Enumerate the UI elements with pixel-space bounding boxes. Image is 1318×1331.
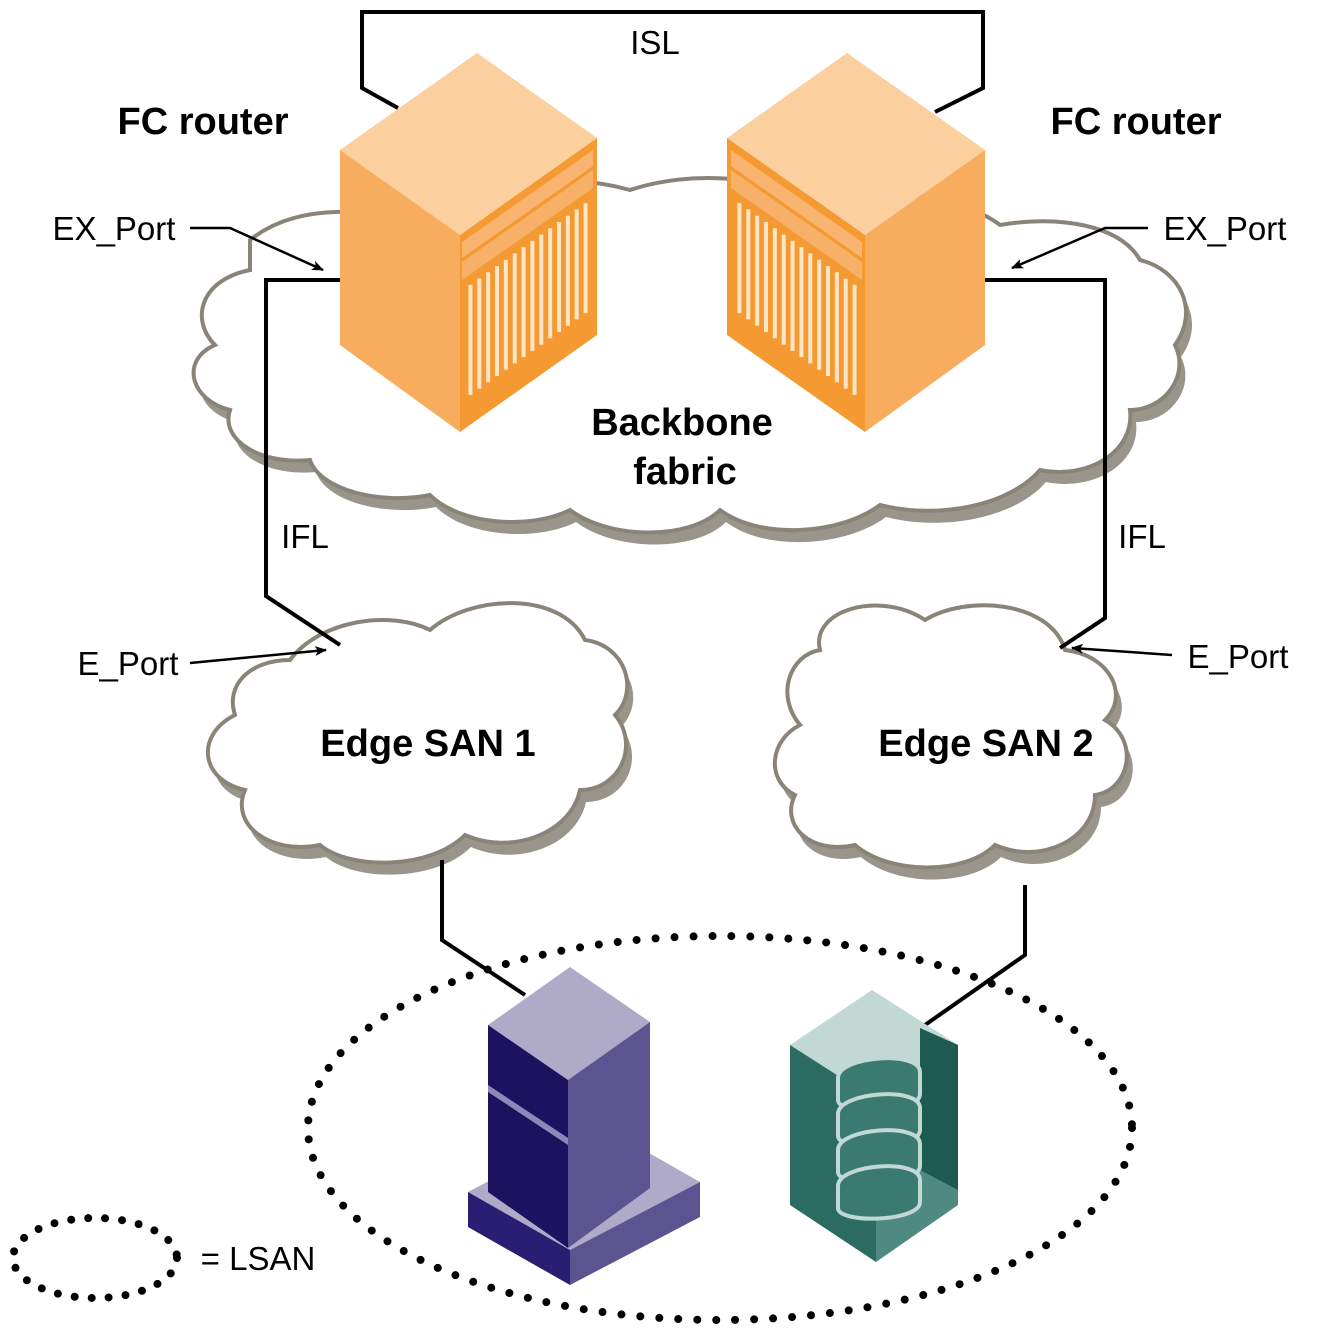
lsan-boundary <box>304 932 1136 1324</box>
edge-san-2-cloud <box>772 603 1133 880</box>
router-top <box>727 53 985 235</box>
ifl-left-label: IFL <box>281 518 329 555</box>
edge-san-1-label: Edge SAN 1 <box>320 723 535 765</box>
server-icon <box>468 967 700 1285</box>
edge-san-1-cloud <box>206 601 634 875</box>
ex-port-right-arrow <box>1011 226 1148 270</box>
ex-port-left-label: EX_Port <box>53 210 176 247</box>
lsan-legend-label: = LSAN <box>201 1240 316 1277</box>
fc-router-right-label: FC router <box>1051 101 1222 143</box>
ifl-right-label: IFL <box>1118 518 1166 555</box>
edge1-to-server-link <box>440 860 527 997</box>
router-side <box>460 138 597 432</box>
isl-link <box>360 10 985 114</box>
backbone-fabric-label-line1: Backbone <box>591 402 773 444</box>
lsan-legend-icon <box>9 1214 181 1302</box>
e-port-left-label: E_Port <box>78 645 179 682</box>
fc-router-left-icon <box>340 53 597 432</box>
router-front <box>340 150 460 432</box>
e-port-left-arrow <box>189 646 327 665</box>
backbone-fabric-label-line2: fabric <box>633 451 736 493</box>
fc-router-left-label: FC router <box>118 101 289 143</box>
storage-disk <box>836 1164 922 1221</box>
ifl-link-left <box>264 278 342 647</box>
ex-port-left-arrow <box>190 226 324 272</box>
e-port-right-arrow <box>1071 643 1173 657</box>
ex-port-right-label: EX_Port <box>1164 210 1287 247</box>
storage-array-icon <box>790 990 958 1262</box>
e-port-right-label: E_Port <box>1188 638 1289 675</box>
edge2-to-storage-link <box>923 885 1027 1027</box>
router-top <box>340 53 597 235</box>
edge-san-2-label: Edge SAN 2 <box>878 723 1093 765</box>
router-front <box>865 150 985 432</box>
isl-label: ISL <box>630 24 680 61</box>
router-side <box>727 138 865 432</box>
fc-router-right-icon <box>727 53 985 432</box>
ifl-link-right <box>985 278 1107 650</box>
